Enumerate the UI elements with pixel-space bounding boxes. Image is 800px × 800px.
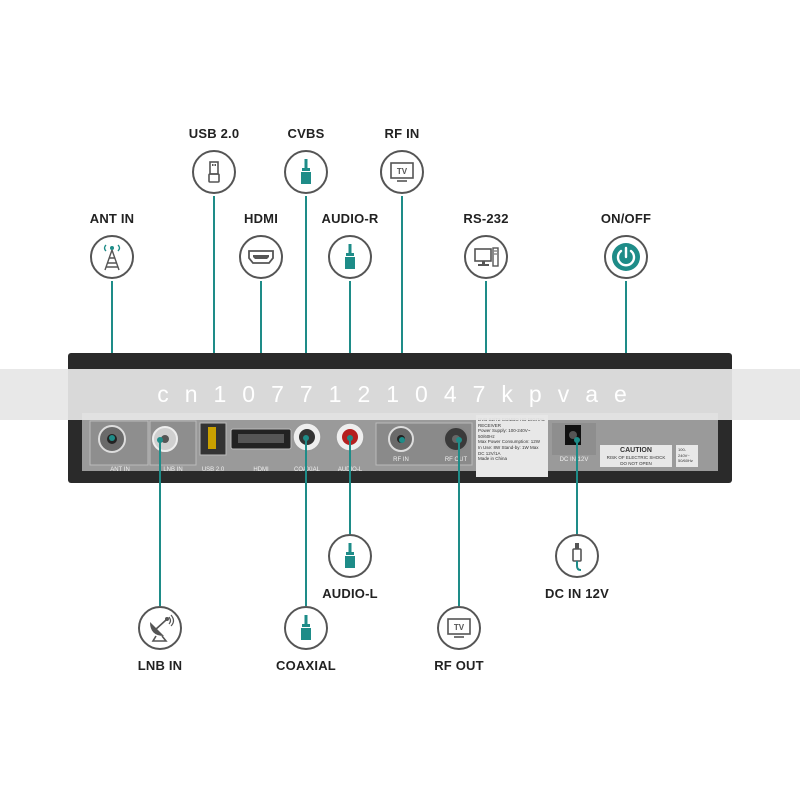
port-label: USB 2.0 xyxy=(201,467,225,473)
label-rs232: RS-232 xyxy=(463,211,509,226)
rca-plug-icon xyxy=(328,534,372,578)
rca-plug-icon xyxy=(328,235,372,279)
port-label: HDMI xyxy=(253,467,269,473)
port-sockets xyxy=(89,420,596,466)
caution-line: DO NOT OPEN xyxy=(620,460,652,466)
spec-line: Power Supply: 100-240V~ 50/60Hz xyxy=(478,428,531,439)
port-label: RF IN xyxy=(393,457,409,463)
caution-title: CAUTION xyxy=(620,447,652,454)
tv-icon: TV xyxy=(380,150,424,194)
spec-line: Max Power Consumption: 12W xyxy=(478,439,541,445)
label-ant-in: ANT IN xyxy=(89,211,135,226)
caution-line: RISK OF ELECTRIC SHOCK xyxy=(606,455,666,460)
leader-dot xyxy=(347,435,353,441)
spec-line: Made in China xyxy=(478,456,508,462)
antenna-tower-icon xyxy=(90,235,134,279)
spec-line: In Use: 8W Stand-by: 1W Max xyxy=(478,444,539,450)
label-on-off: ON/OFF xyxy=(600,211,652,226)
hdmi-icon xyxy=(239,235,283,279)
port-label: ANT IN xyxy=(110,467,130,473)
leader-rs232 xyxy=(485,281,487,371)
leader-dot xyxy=(574,437,580,443)
leader-cvbs xyxy=(305,196,307,436)
power-icon xyxy=(604,235,648,279)
leader-on-off xyxy=(625,281,627,371)
label-audio-r: AUDIO-R xyxy=(321,211,379,226)
leader-usb xyxy=(213,196,215,414)
leader-audio-l xyxy=(349,440,351,534)
label-usb: USB 2.0 xyxy=(188,126,240,141)
port-label: DC IN 12V xyxy=(559,457,589,463)
port-label: RF OUT xyxy=(444,457,468,463)
leader-rf-out xyxy=(458,440,460,606)
label-coaxial: COAXIAL xyxy=(276,658,336,673)
watermark-band: cn1077121047kpvae xyxy=(0,369,800,420)
tv-icon: TV xyxy=(437,606,481,650)
label-rf-in: RF IN xyxy=(384,126,420,141)
leader-rf-in xyxy=(401,196,403,430)
label-lnb-in: LNB IN xyxy=(137,658,183,673)
leader-lnb-in xyxy=(159,440,161,606)
caution-sticker: CAUTION RISK OF ELECTRIC SHOCK DO NOT OP… xyxy=(600,445,672,467)
rca-plug-icon xyxy=(284,606,328,650)
leader-dot xyxy=(157,437,163,443)
dc-plug-icon xyxy=(555,534,599,578)
tv-icon-text: TV xyxy=(397,167,408,176)
spec-line: DC 12V/1A xyxy=(478,450,501,456)
tv-icon-text: TV xyxy=(454,623,465,632)
label-rf-out: RF OUT xyxy=(434,658,484,673)
usb-icon xyxy=(192,150,236,194)
port-label: LNB IN xyxy=(163,467,183,473)
port-label: COAXIAL xyxy=(293,467,321,473)
satellite-dish-icon xyxy=(138,606,182,650)
power-rating-sticker: 100-240V~ 50/60Hz xyxy=(676,445,698,467)
label-dc-in: DC IN 12V xyxy=(545,586,609,601)
rca-plug-icon xyxy=(284,150,328,194)
leader-dot xyxy=(399,437,405,443)
label-cvbs: CVBS xyxy=(287,126,325,141)
leader-dot xyxy=(303,435,309,441)
label-audio-l: AUDIO-L xyxy=(322,586,378,601)
leader-dc-in xyxy=(576,440,578,534)
watermark-text: cn1077121047kpvae xyxy=(157,381,643,407)
label-hdmi: HDMI xyxy=(243,211,279,226)
leader-dot xyxy=(109,435,115,441)
computer-icon xyxy=(464,235,508,279)
spec-sticker: DVB S2/T2 COMBO HD DIGITAL RECEIVER Powe… xyxy=(476,415,548,477)
leader-coaxial xyxy=(305,440,307,606)
leader-dot xyxy=(456,437,462,443)
